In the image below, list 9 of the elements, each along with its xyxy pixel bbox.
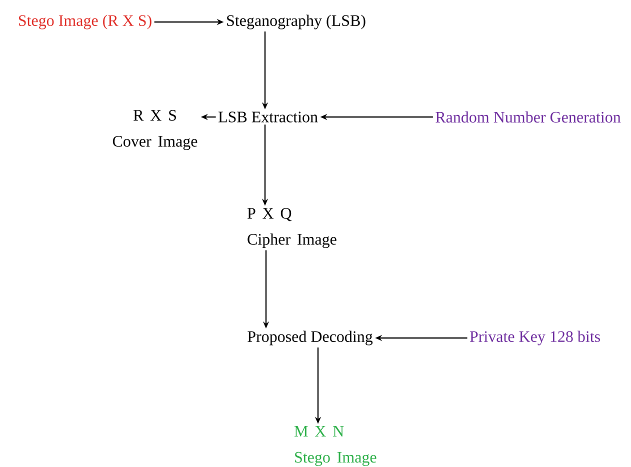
step-label: M X N Stego Image <box>294 426 376 466</box>
step-label: Proposed Decoding <box>248 330 373 346</box>
step-label: LSB Extraction <box>218 112 318 122</box>
step-label: Private Key 128 bits <box>470 330 600 346</box>
step-label: Random Number Generation <box>436 111 621 123</box>
step-label: P X Q Cipher Image <box>247 208 336 248</box>
step-label: R X S Cover Image <box>112 110 198 150</box>
step-label: Steganography (LSB) <box>227 14 366 30</box>
step-label: Stego Image (R X S) <box>18 14 152 30</box>
